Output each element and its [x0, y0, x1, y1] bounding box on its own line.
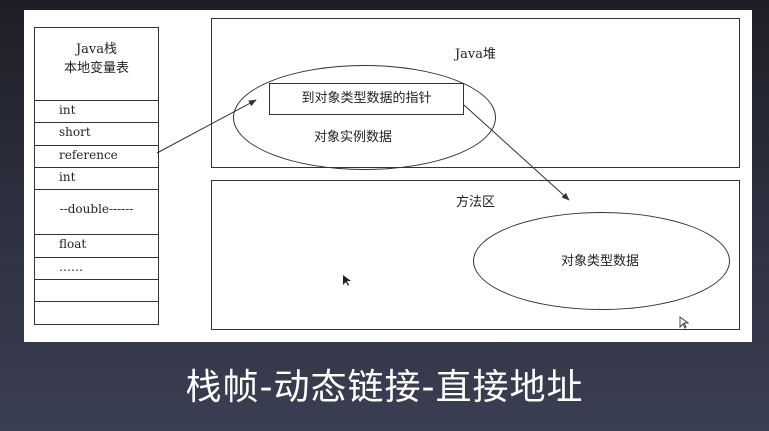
- heap-title: Java堆: [454, 47, 497, 62]
- pointer-to-type-data-arrow: [463, 104, 570, 201]
- stack-row-empty-2: [35, 301, 158, 324]
- stack-title-line-1: Java栈: [75, 42, 118, 57]
- slide-caption: 栈帧-动态链接-直接地址: [185, 367, 584, 408]
- method-area-title: 方法区: [455, 195, 495, 210]
- reference-to-heap-arrow: [156, 99, 257, 154]
- stack-row-double: --double------: [35, 189, 158, 235]
- stack-row-int-2: int: [35, 167, 158, 190]
- stack-row-int: int: [35, 100, 158, 122]
- stack-row-reference: reference: [35, 145, 158, 167]
- stack-row-short: short: [35, 122, 158, 146]
- object-instance-ellipse: [233, 65, 496, 170]
- mouse-pointer-icon: [343, 275, 351, 286]
- slide: Java栈 本地变量表 int short reference int --do…: [24, 10, 752, 342]
- object-type-data-ellipse: [473, 212, 730, 310]
- stack-row-empty-1: [35, 279, 158, 302]
- stack-title: Java栈 本地变量表: [35, 40, 158, 78]
- stack-title-line-2: 本地变量表: [63, 61, 129, 76]
- stack-row-ellipsis: ……: [35, 257, 158, 280]
- java-stack-local-variable-table: Java栈 本地变量表 int short reference int --do…: [34, 27, 159, 325]
- instance-data-label: 对象实例数据: [314, 130, 393, 145]
- mouse-pointer-outline-icon: [679, 316, 689, 329]
- type-pointer-box: 到对象类型数据的指针: [269, 83, 464, 115]
- stack-row-float: float: [35, 234, 158, 257]
- type-data-label: 对象类型数据: [561, 254, 640, 269]
- reference-arrows: [156, 99, 570, 201]
